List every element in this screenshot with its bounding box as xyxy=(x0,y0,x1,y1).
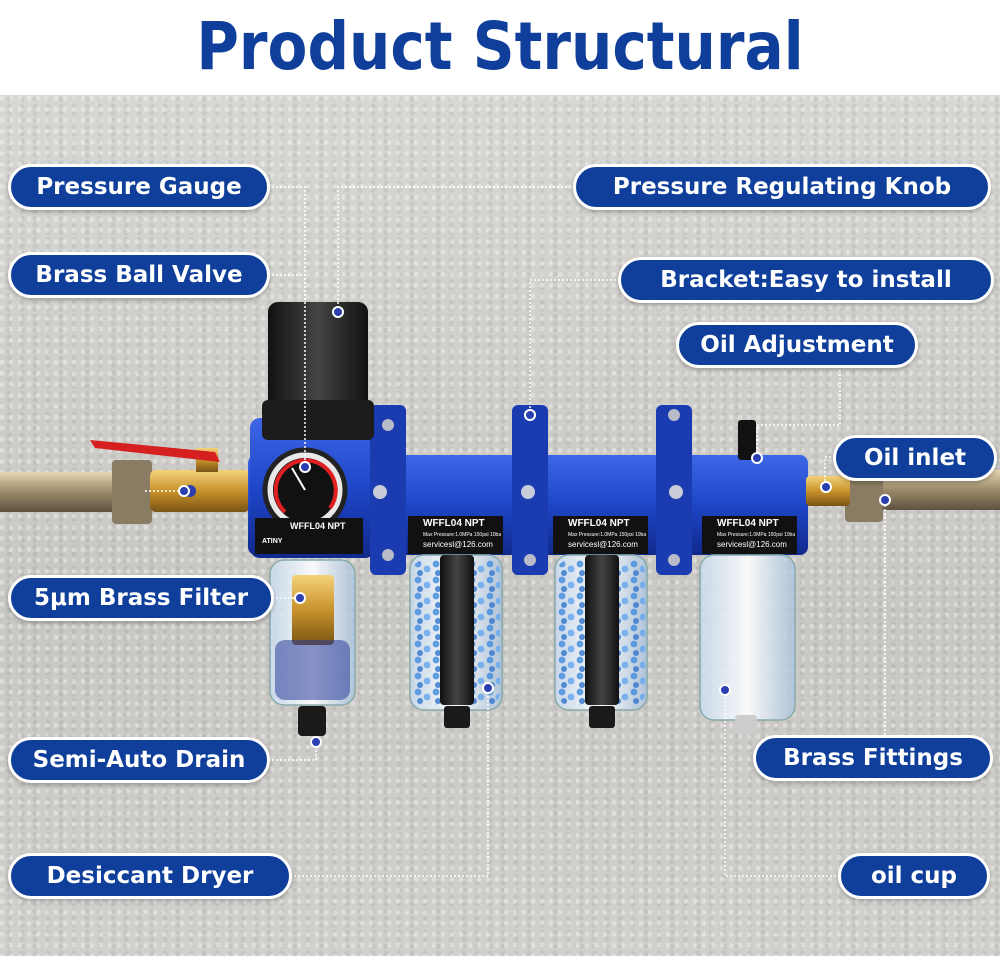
regulator-label: WFFL04 NPT xyxy=(290,521,346,531)
dryer-drain-2 xyxy=(589,706,615,728)
label-semi-auto-drain: Semi-Auto Drain xyxy=(8,737,270,783)
label-oil-inlet: Oil inlet xyxy=(833,435,997,481)
spec-text-3: Max Pressure:1.0MPa 150psi 10bar xyxy=(717,532,795,538)
email-text-3: servicesl@126.com xyxy=(717,540,787,549)
model-label-3: WFFL04 NPT xyxy=(717,518,779,529)
left-nut xyxy=(112,460,152,524)
model-label-2: WFFL04 NPT xyxy=(568,518,630,529)
brass-filter-element xyxy=(292,575,334,645)
page-title: Product Structural xyxy=(196,7,804,85)
dryer-core-1 xyxy=(440,555,474,705)
label-pressure-gauge: Pressure Gauge xyxy=(8,164,270,210)
label-desiccant-dryer: Desiccant Dryer xyxy=(8,853,292,899)
oil-adjustment-screw xyxy=(738,420,756,460)
left-pipe xyxy=(0,472,130,512)
filter-water xyxy=(275,640,350,700)
oil-cup-bowl xyxy=(699,554,796,721)
gauge-scale xyxy=(273,458,338,514)
label-brass-filter: 5μm Brass Filter xyxy=(8,575,274,621)
ball-valve-body xyxy=(150,470,250,512)
leader-dots xyxy=(178,306,891,748)
dryer-drain-1 xyxy=(444,706,470,728)
dryer-core-2 xyxy=(585,555,619,705)
label-oil-adjustment: Oil Adjustment xyxy=(676,322,918,368)
label-bracket: Bracket:Easy to install xyxy=(618,257,994,303)
valve-handle xyxy=(90,440,220,462)
email-text-2: servicesl@126.com xyxy=(568,540,638,549)
spec-text-1: Max Pressure:1.0MPa 150psi 10bar xyxy=(423,532,501,538)
email-text-1: servicesl@126.com xyxy=(423,540,493,549)
model-label-1: WFFL04 NPT xyxy=(423,518,485,529)
semi-auto-drain xyxy=(298,706,326,736)
label-brass-ball-valve: Brass Ball Valve xyxy=(8,252,270,298)
oil-cup-drain xyxy=(735,715,757,733)
label-oil-cup: oil cup xyxy=(838,853,990,899)
model-label-panels xyxy=(255,516,797,554)
brand-logo: ATINY xyxy=(262,538,283,545)
label-pressure-regulating-knob: Pressure Regulating Knob xyxy=(573,164,991,210)
regulator-knob xyxy=(268,302,368,422)
brackets xyxy=(370,405,692,575)
knob-base xyxy=(262,400,374,440)
label-brass-fittings: Brass Fittings xyxy=(753,735,993,781)
spec-text-2: Max Pressure:1.0MPa 150psi 10bar xyxy=(568,532,646,538)
gauge-needle xyxy=(291,467,306,491)
